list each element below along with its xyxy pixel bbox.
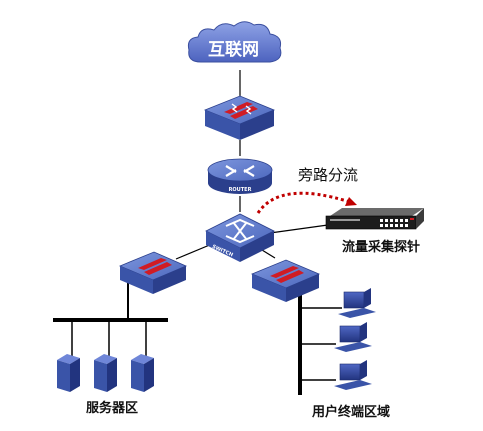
server-icon bbox=[131, 354, 154, 392]
firewall-top bbox=[203, 95, 276, 140]
firewall-left bbox=[118, 251, 188, 294]
router-device: ROUTER bbox=[207, 158, 273, 194]
firewall-icon bbox=[138, 258, 172, 275]
link-switch-right-firewall bbox=[261, 249, 276, 259]
server-icon bbox=[57, 354, 80, 392]
firewall-icon bbox=[270, 266, 304, 283]
router-arrows-icon bbox=[225, 165, 255, 177]
user-terminal-group bbox=[334, 288, 376, 390]
firewall-right bbox=[250, 259, 321, 302]
link-switch-probe bbox=[269, 223, 336, 234]
probe-ports-icon bbox=[380, 218, 414, 227]
traffic-probe-device bbox=[325, 208, 424, 230]
computer-icon bbox=[334, 360, 372, 390]
server-group bbox=[57, 354, 154, 392]
connection-lines bbox=[175, 70, 336, 260]
user-bus bbox=[298, 292, 342, 395]
firewall-icon bbox=[224, 102, 258, 119]
mirror-arrow bbox=[256, 191, 357, 214]
core-switch: SWITCH bbox=[205, 213, 275, 262]
router-label: ROUTER bbox=[229, 187, 252, 193]
switch-arrows-icon bbox=[225, 218, 255, 244]
computer-icon bbox=[334, 322, 372, 352]
link-switch-left-firewall bbox=[175, 243, 213, 260]
computer-icon bbox=[338, 288, 376, 318]
internet-cloud bbox=[187, 21, 282, 63]
user-zone-label: 用户终端区域 bbox=[312, 405, 391, 420]
server-icon bbox=[94, 354, 117, 392]
server-zone-label: 服务器区 bbox=[86, 401, 139, 416]
internet-label: 互联网 bbox=[208, 40, 259, 60]
mirror-traffic-label: 旁路分流 bbox=[298, 166, 359, 184]
server-bus bbox=[53, 283, 168, 356]
probe-label: 流量采集探针 bbox=[342, 240, 421, 255]
